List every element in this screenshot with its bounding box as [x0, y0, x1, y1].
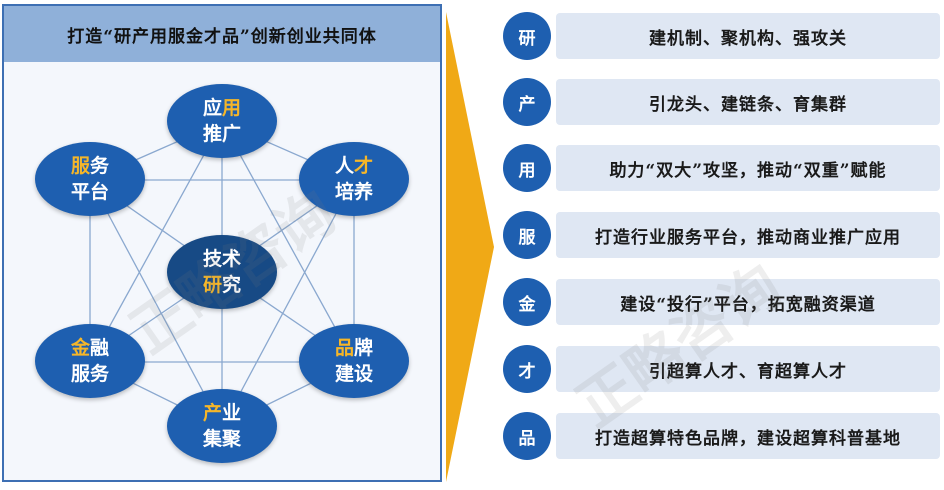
connector-line [221, 179, 355, 428]
row-key-badge: 才 [503, 345, 551, 393]
row-key-badge: 金 [503, 278, 551, 326]
list-item: 品 打造超算特色品牌，建设超算科普基地 [500, 408, 942, 464]
node-service-platform: 服务 平台 [35, 142, 145, 216]
node-industry-cluster: 产业 集聚 [167, 389, 277, 463]
panel-title: 打造“研产用服金才品”创新创业共同体 [4, 6, 440, 62]
connector-line [89, 121, 223, 363]
node-talent-cultivation: 人才 培养 [299, 142, 409, 216]
row-key-badge: 产 [503, 78, 551, 126]
node-application-promotion: 应用 推广 [167, 84, 277, 158]
list-item: 产 引龙头、建链条、育集群 [500, 74, 942, 130]
row-text: 建机制、聚机构、强攻关 [556, 13, 940, 59]
node-brand-building: 品牌 建设 [299, 324, 409, 398]
row-key-badge: 品 [503, 412, 551, 460]
connector-line [221, 121, 355, 363]
list-item: 用 助力“双大”攻坚，推动“双重”赋能 [500, 140, 942, 196]
row-text: 引龙头、建链条、育集群 [556, 79, 940, 125]
chevron-arrow-icon [446, 12, 494, 482]
row-text: 助力“双大”攻坚，推动“双重”赋能 [556, 145, 940, 191]
list-item: 才 引超算人才、育超算人才 [500, 341, 942, 397]
left-panel: 打造“研产用服金才品”创新创业共同体 应用 [2, 4, 442, 482]
row-text: 打造超算特色品牌，建设超算科普基地 [556, 413, 940, 459]
node-finance-service: 金融 服务 [35, 324, 145, 398]
row-text: 打造行业服务平台，推动商业推广应用 [556, 212, 940, 258]
row-text: 建设“投行”平台，拓宽融资渠道 [556, 279, 940, 325]
list-item: 服 打造行业服务平台，推动商业推广应用 [500, 207, 942, 263]
row-key-badge: 研 [503, 12, 551, 60]
node-technology-research: 技术 研究 [167, 235, 277, 309]
row-key-badge: 用 [503, 144, 551, 192]
row-text: 引超算人才、育超算人才 [556, 346, 940, 392]
list-item: 研 建机制、聚机构、强攻关 [500, 8, 942, 64]
connector-line [89, 179, 223, 428]
row-key-badge: 服 [503, 211, 551, 259]
list-item: 金 建设“投行”平台，拓宽融资渠道 [500, 274, 942, 330]
